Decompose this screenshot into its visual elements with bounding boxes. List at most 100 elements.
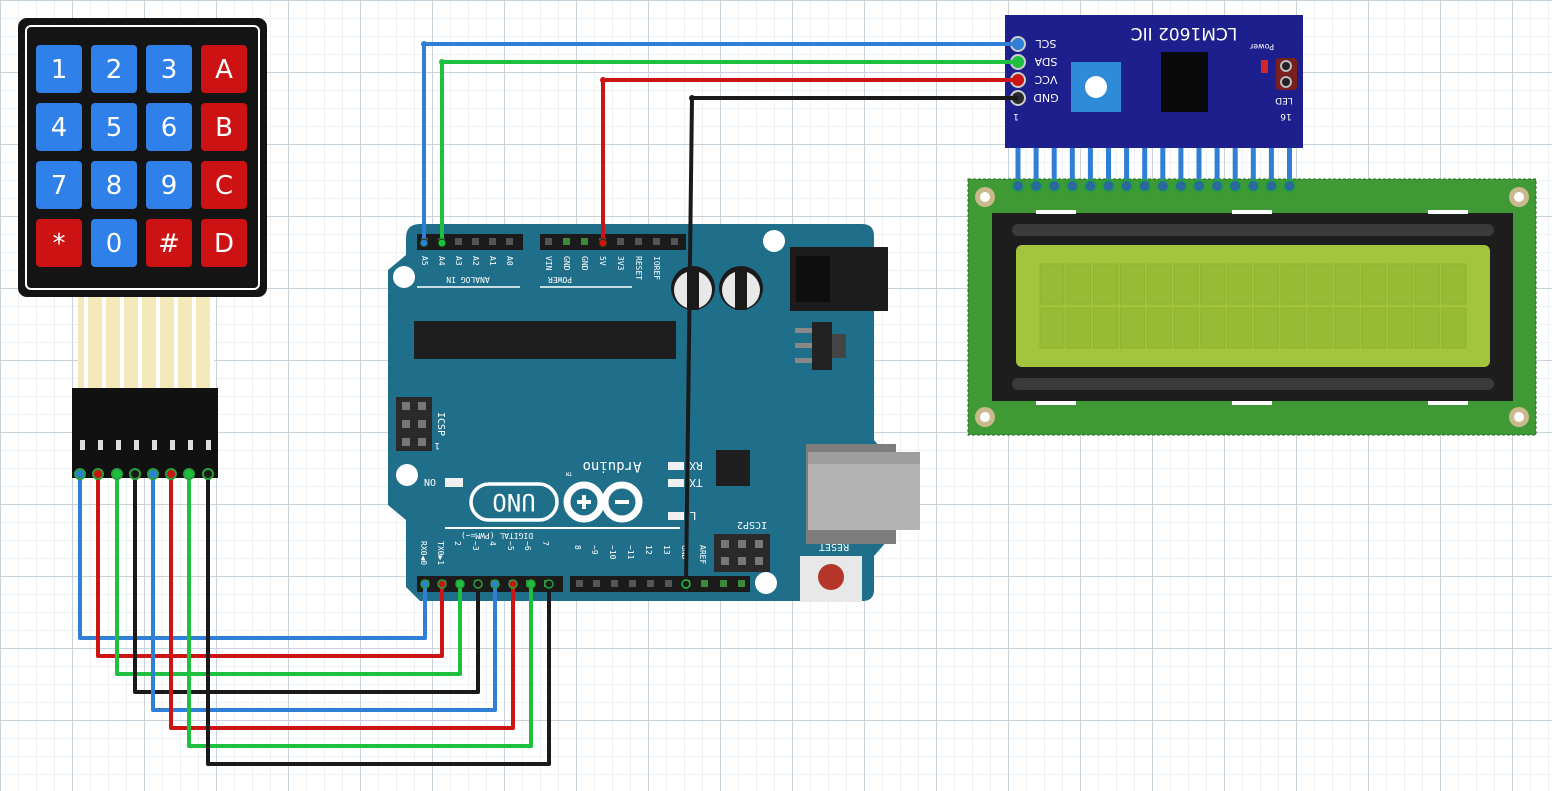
keypad-key-A[interactable]: A [201, 45, 247, 93]
icsp-label: ICSP [435, 412, 446, 436]
lcd-cell [1414, 307, 1440, 349]
keypad-key-1[interactable]: 1 [36, 45, 82, 93]
pin-label: AREF [698, 545, 707, 564]
power-led [1261, 60, 1268, 73]
lcd-cell [1200, 307, 1226, 349]
keypad-key-*[interactable]: * [36, 219, 82, 267]
tx-led [668, 479, 684, 487]
on-label: ON [424, 476, 436, 487]
wire-scl-a5[interactable] [422, 42, 1018, 244]
l-label: L [689, 509, 696, 522]
i2c-title: LCM1602 IIC [1131, 23, 1238, 43]
lcd-cell [1361, 263, 1387, 305]
keypad-key-label: 5 [106, 113, 123, 143]
wire-keypad-d2[interactable] [115, 476, 462, 676]
keypad-key-label: 8 [106, 171, 123, 201]
keypad-key-C[interactable]: C [201, 161, 247, 209]
pin-1-label: 1 [1013, 111, 1019, 121]
keypad-key-label: 0 [106, 229, 123, 259]
lcd-cell [1039, 307, 1065, 349]
lcd-cell [1280, 263, 1306, 305]
keypad-key-bg [36, 45, 82, 93]
lcd-cell [1119, 307, 1145, 349]
arduino-board [388, 224, 888, 601]
lcd-display [967, 178, 1537, 436]
wire-keypad-d7[interactable] [206, 476, 551, 766]
keypad-key-7[interactable]: 7 [36, 161, 82, 209]
keypad-key-label: B [215, 113, 233, 143]
keypad-key-B[interactable]: B [201, 103, 247, 151]
lcd-cell [1307, 263, 1333, 305]
keypad-key-bg [91, 161, 137, 209]
pin-label: RESET [634, 256, 643, 280]
lcd-cell [1414, 263, 1440, 305]
wire-keypad-d0[interactable] [78, 476, 427, 640]
lcd-cell [1253, 307, 1279, 349]
i2c-pin-label: SCL [1035, 37, 1057, 50]
keypad-key-bg [91, 103, 137, 151]
pin-label: 7 [541, 541, 550, 546]
lcd-cell [1066, 263, 1092, 305]
pin-label: ~5 [506, 541, 515, 551]
wire-keypad-d3[interactable] [133, 476, 480, 694]
pin-label: 5V [598, 256, 607, 266]
keypad-key-D[interactable]: D [201, 219, 247, 267]
keypad-key-bg [146, 45, 192, 93]
keypad-key-4[interactable]: 4 [36, 103, 82, 151]
keypad-key-bg [146, 103, 192, 151]
arduino-logo: UNO Arduino TM [469, 458, 643, 523]
keypad-key-3[interactable]: 3 [146, 45, 192, 93]
keypad-key-bg [36, 161, 82, 209]
mounting-hole [396, 464, 418, 486]
lcd-cell [1307, 307, 1333, 349]
lcd-cell [1227, 263, 1253, 305]
wire-keypad-d6[interactable] [187, 476, 533, 748]
rx-label: RX [689, 459, 703, 472]
keypad-key-bg [146, 161, 192, 209]
reset-button[interactable] [818, 564, 844, 590]
lcd-cell [1066, 307, 1092, 349]
keypad-key-6[interactable]: 6 [146, 103, 192, 151]
keypad-key-label: 9 [161, 171, 178, 201]
wire-keypad-d4[interactable] [151, 476, 497, 712]
lcd-cell [1253, 263, 1279, 305]
pin-label: A0 [505, 256, 514, 266]
pin-label: 4 [488, 541, 497, 546]
icsp2-label: ICSP2 [737, 519, 767, 530]
pin-label: IOREF [652, 256, 661, 280]
lcd-cell [1173, 263, 1199, 305]
keypad-key-8[interactable]: 8 [91, 161, 137, 209]
wire-keypad-d5[interactable] [169, 476, 515, 730]
pin-label: ~6 [523, 541, 532, 551]
lcd-cell [1441, 307, 1467, 349]
pin-label: ~9 [590, 545, 599, 555]
wire-vcc-5v[interactable] [601, 78, 1018, 244]
icsp-pins [402, 402, 426, 446]
wire-sda-a4[interactable] [440, 60, 1018, 244]
mounting-hole [755, 572, 777, 594]
lcd-screen [1016, 245, 1490, 367]
pin-label: A3 [454, 256, 463, 266]
wire-keypad-d1[interactable] [96, 476, 444, 658]
keypad-key-label: C [215, 171, 233, 201]
on-led [445, 478, 463, 487]
keypad-key-label: * [53, 229, 66, 259]
lcd-cell [1093, 307, 1119, 349]
keypad-key-#[interactable]: # [146, 219, 192, 267]
keypad-key-5[interactable]: 5 [91, 103, 137, 151]
keypad-ribbon-cable [78, 292, 214, 388]
i2c-pin-label: GND [1033, 91, 1058, 104]
keypad-key-9[interactable]: 9 [146, 161, 192, 209]
lcd-character-cells [1039, 263, 1467, 349]
pin-label: GND [580, 256, 589, 271]
keypad-border [25, 25, 260, 290]
usb-chip [716, 450, 750, 486]
keypad-key-2[interactable]: 2 [91, 45, 137, 93]
voltage-regulator [812, 322, 832, 370]
keypad-key-0[interactable]: 0 [91, 219, 137, 267]
l-led [668, 512, 684, 520]
lcd-cell [1227, 307, 1253, 349]
